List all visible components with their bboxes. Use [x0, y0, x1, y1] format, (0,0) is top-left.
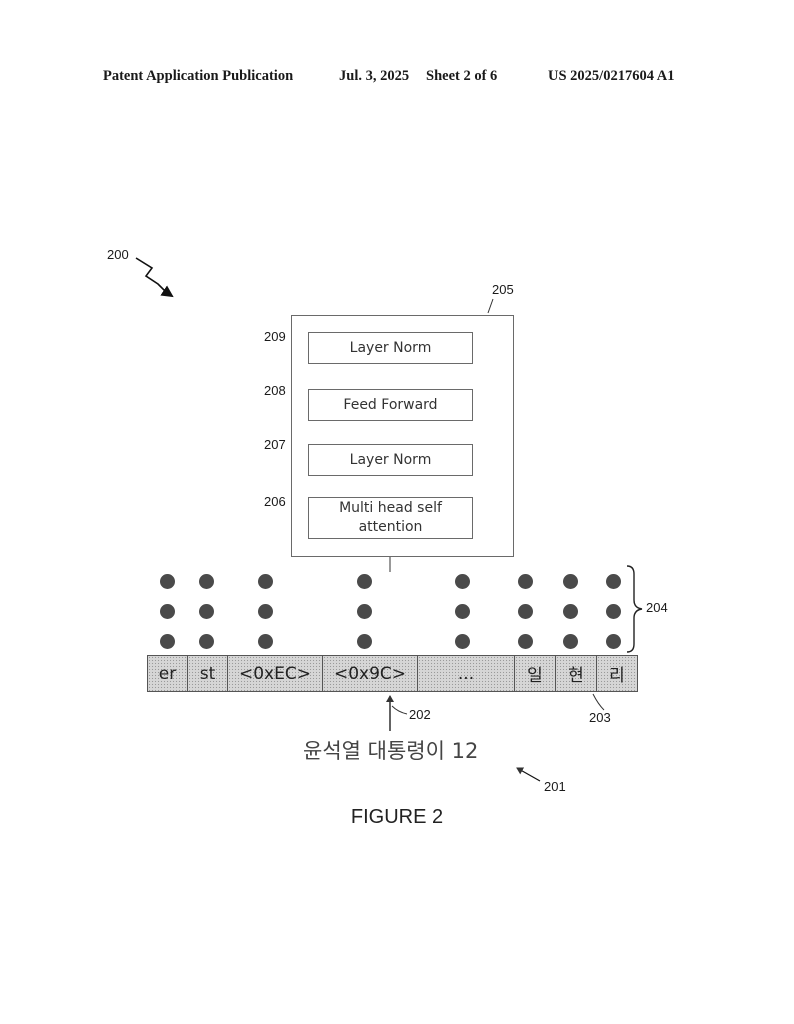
embedding-dot	[518, 634, 533, 649]
token-cell: 일	[514, 655, 556, 692]
token-cell: 리	[596, 655, 638, 692]
ref-204-label: 204	[646, 600, 668, 615]
token-cell: ...	[417, 655, 515, 692]
ref-200-label: 200	[107, 247, 129, 262]
embedding-dot	[606, 604, 621, 619]
embedding-dot	[160, 634, 175, 649]
token-row: er st <0xEC> <0x9C> ... 일 현 리	[147, 655, 638, 692]
embedding-dot	[357, 634, 372, 649]
layer-norm-bottom: Layer Norm	[308, 444, 473, 476]
ref-202-leader	[391, 705, 408, 715]
patent-header: Patent Application Publication Jul. 3, 2…	[0, 68, 794, 90]
embedding-dot	[518, 604, 533, 619]
ref-207-label: 207	[264, 437, 286, 452]
figure-caption: FIGURE 2	[350, 806, 444, 828]
publication-date: Jul. 3, 2025	[339, 68, 410, 84]
embedding-dot	[199, 634, 214, 649]
token-cell: er	[147, 655, 188, 692]
ref-201-leader	[516, 767, 541, 782]
embedding-dot	[258, 574, 273, 589]
sheet-number: Sheet 2 of 6	[426, 68, 498, 84]
embedding-dot	[199, 574, 214, 589]
embedding-dot	[258, 604, 273, 619]
embedding-dot	[455, 604, 470, 619]
embedding-dot	[199, 604, 214, 619]
embedding-dot	[563, 604, 578, 619]
embedding-dot	[563, 574, 578, 589]
embedding-dot	[455, 574, 470, 589]
embedding-dot	[160, 574, 175, 589]
input-text: 윤석열 대통령이 12	[303, 739, 479, 763]
ref-203-leader	[592, 693, 605, 711]
patent-number: US 2025/0217604 A1	[548, 68, 675, 84]
embedding-dot	[606, 634, 621, 649]
embedding-dot	[563, 634, 578, 649]
token-cell: <0xEC>	[227, 655, 323, 692]
embedding-dot	[258, 634, 273, 649]
embedding-dot	[455, 634, 470, 649]
embedding-dot	[160, 604, 175, 619]
ref-203-label: 203	[589, 710, 611, 725]
token-cell: <0x9C>	[322, 655, 418, 692]
ref-206-label: 206	[264, 494, 286, 509]
ref-200-leader	[135, 257, 174, 298]
token-cell: 현	[555, 655, 597, 692]
publication-label: Patent Application Publication	[103, 68, 294, 84]
ref-201-label: 201	[544, 779, 566, 794]
ref-202-label: 202	[409, 707, 431, 722]
embedding-dot	[357, 574, 372, 589]
embedding-dot	[606, 574, 621, 589]
feed-forward-layer: Feed Forward	[308, 389, 473, 421]
layer-norm-top: Layer Norm	[308, 332, 473, 364]
embedding-dot	[357, 604, 372, 619]
multi-head-self-attention-layer: Multi head self attention	[308, 497, 473, 539]
token-cell: st	[187, 655, 228, 692]
ref-205-label: 205	[492, 282, 514, 297]
ref-208-label: 208	[264, 383, 286, 398]
embedding-dot	[518, 574, 533, 589]
embedding-bracket	[626, 565, 643, 653]
ref-205-leader	[487, 298, 494, 314]
ref-209-label: 209	[264, 329, 286, 344]
